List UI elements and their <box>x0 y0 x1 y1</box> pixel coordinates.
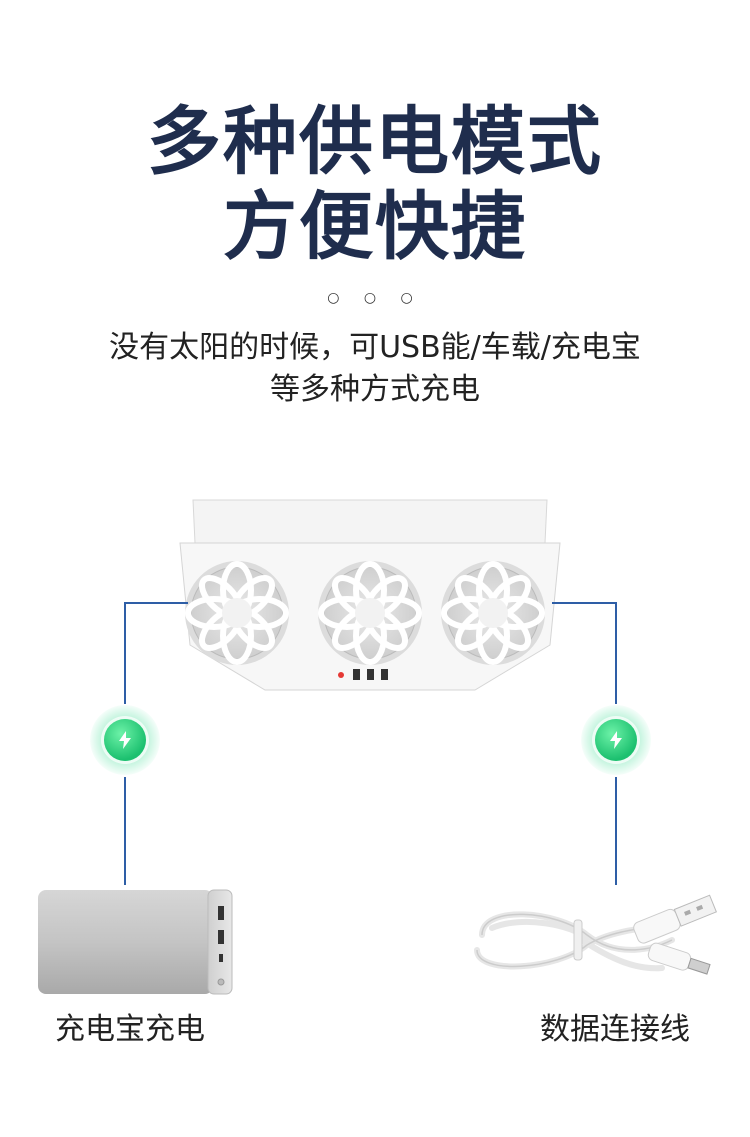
left-connector-horizontal <box>124 602 188 604</box>
left-charge-badge <box>90 705 160 775</box>
subtitle-line-2: 等多种方式充电 <box>270 372 480 407</box>
power-bank-image <box>38 889 233 995</box>
power-bank-label: 充电宝充电 <box>55 1012 205 1047</box>
fan-center <box>318 561 422 665</box>
subtitle-line-1: 没有太阳的时候，可USB能/车载/充电宝 <box>109 330 641 365</box>
left-connector-upper <box>124 602 126 704</box>
fan-right <box>441 561 545 665</box>
headline-line-2: 方便快捷 <box>223 184 527 270</box>
lightning-bolt-icon <box>610 731 622 749</box>
lightning-bolt-icon <box>119 731 131 749</box>
fan-unit-image <box>179 499 561 691</box>
fan-left <box>185 561 289 665</box>
right-connector-lower <box>615 777 617 885</box>
headline-line-1: 多种供电模式 <box>147 99 603 185</box>
left-connector-lower <box>124 777 126 885</box>
right-connector-horizontal <box>552 602 616 604</box>
cable-label: 数据连接线 <box>540 1012 690 1047</box>
usb-cable-image <box>474 894 717 975</box>
right-connector-upper <box>615 602 617 704</box>
decorative-dots: ○ ○ ○ <box>327 290 423 306</box>
right-charge-badge <box>581 705 651 775</box>
